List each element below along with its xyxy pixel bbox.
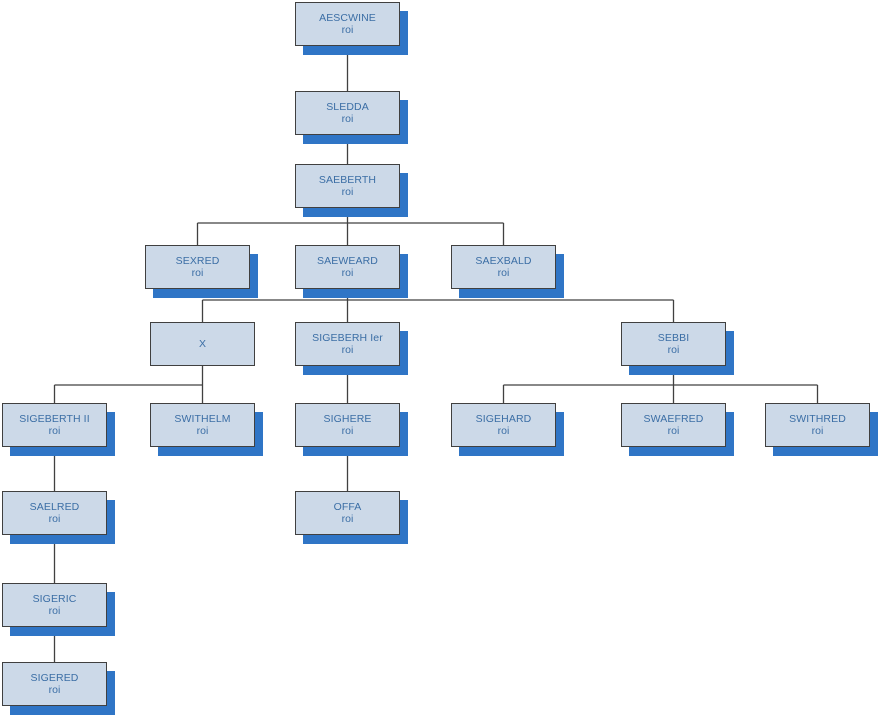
node-title-sigered: roi: [48, 684, 61, 696]
node-name-sledda: SLEDDA: [326, 100, 369, 113]
node-name-swithelm: SWITHELM: [174, 412, 231, 425]
node-name-offa: OFFA: [333, 500, 362, 513]
node-title-saeberth: roi: [341, 186, 354, 198]
node-name-swithred: SWITHRED: [789, 412, 846, 425]
node-title-aescwine: roi: [341, 24, 354, 36]
node-name-sebbi: SEBBI: [657, 331, 690, 344]
node-title-offa: roi: [341, 513, 354, 525]
node-name-saeweard: SAEWEARD: [317, 254, 378, 267]
node-name-sexred: SEXRED: [175, 254, 220, 267]
node-title-saeweard: roi: [341, 267, 354, 279]
node-x[interactable]: X: [150, 322, 255, 366]
node-title-sighere: roi: [341, 425, 354, 437]
node-title-saexbald: roi: [497, 267, 510, 279]
node-title-swaefred: roi: [667, 425, 680, 437]
node-title-sexred: roi: [191, 267, 204, 279]
node-title-swithelm: roi: [196, 425, 209, 437]
node-name-aescwine: AESCWINE: [319, 11, 376, 24]
node-name-sigeberh1: SIGEBERH Ier: [312, 331, 383, 344]
node-name-x: X: [198, 337, 207, 350]
node-name-swaefred: SWAEFRED: [643, 412, 704, 425]
node-name-sighere: SIGHERE: [323, 412, 372, 425]
node-name-sigered: SIGERED: [30, 671, 79, 684]
node-name-saexbald: SAEXBALD: [475, 254, 532, 267]
node-name-sigehard: SIGEHARD: [475, 412, 532, 425]
node-title-sledda: roi: [341, 113, 354, 125]
node-title-sebbi: roi: [667, 344, 680, 356]
node-title-sigeberh1: roi: [341, 344, 354, 356]
node-title-sigeric: roi: [48, 605, 61, 617]
node-name-saeberth: SAEBERTH: [318, 173, 377, 186]
node-title-sigeberth2: roi: [48, 425, 61, 437]
node-title-sigehard: roi: [497, 425, 510, 437]
node-name-sigeric: SIGERIC: [32, 592, 77, 605]
node-name-sigeberth2: SIGEBERTH II: [19, 412, 90, 425]
node-title-swithred: roi: [811, 425, 824, 437]
node-name-saelred: SAELRED: [29, 500, 80, 513]
node-title-saelred: roi: [48, 513, 61, 525]
